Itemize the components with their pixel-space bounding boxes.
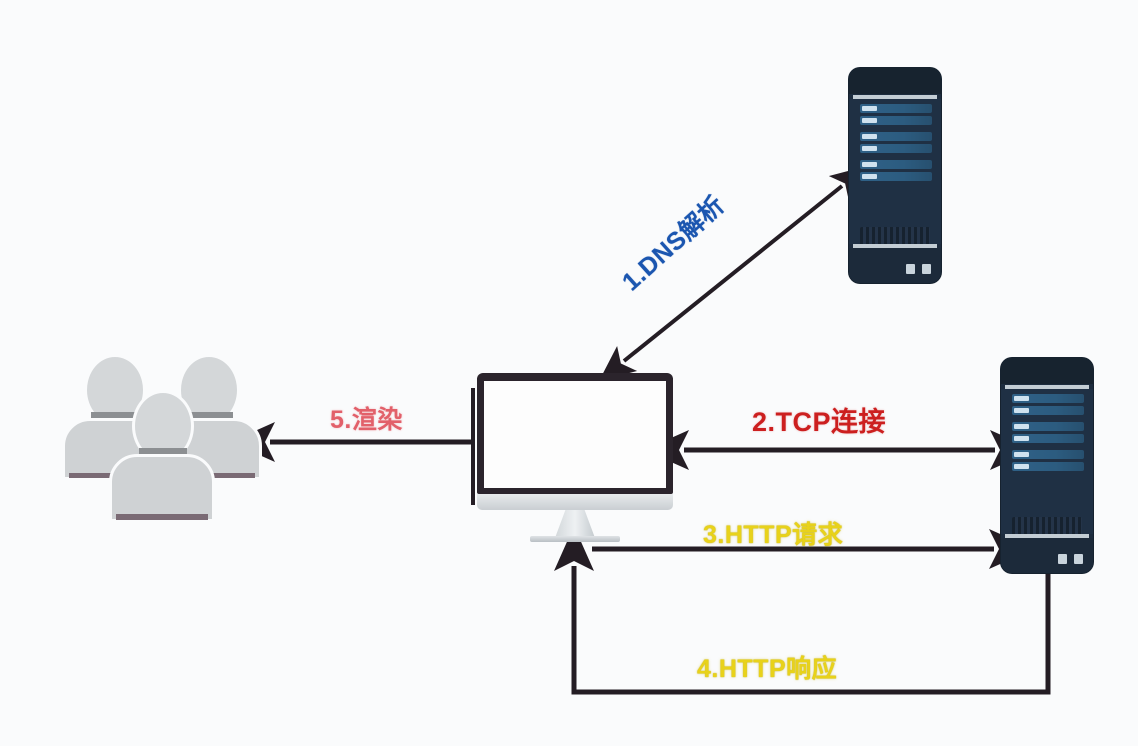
dns-server (849, 68, 941, 283)
server-drive-slots (860, 104, 932, 188)
monitor-stand-neck (555, 510, 595, 538)
step-label-render: 5.渲染 (330, 406, 403, 434)
step-label-tcp: 2.TCP连接 (752, 407, 887, 437)
server-top-panel (1001, 358, 1093, 384)
server-slot (1012, 462, 1084, 471)
server-rail (853, 244, 937, 248)
users-group (62, 348, 262, 548)
monitor-chin (477, 494, 673, 510)
server-slot-group (860, 132, 932, 153)
server-indicator-icon (1058, 554, 1067, 564)
step-label-http-response: 4.HTTP响应 (697, 655, 838, 683)
server-slot (1012, 450, 1084, 459)
server-slot (860, 144, 932, 153)
server-slot-group (1012, 422, 1084, 443)
server-slot-group (1012, 450, 1084, 471)
client-computer (477, 373, 677, 542)
server-slot (860, 160, 932, 169)
server-footer-panel (1001, 538, 1093, 573)
server-footer-panel (849, 248, 941, 283)
server-rail (1005, 385, 1089, 389)
server-slot-group (860, 104, 932, 125)
server-top-panel (849, 68, 941, 94)
server-rail (853, 95, 937, 99)
server-slot (860, 104, 932, 113)
server-slot-group (1012, 394, 1084, 415)
person-body-icon (109, 454, 215, 522)
server-rail (1005, 534, 1089, 538)
server-indicator-icon (1074, 554, 1083, 564)
web-server (1001, 358, 1093, 573)
server-drive-slots (1012, 394, 1084, 478)
arrow-render (230, 388, 475, 505)
monitor-screen (484, 381, 666, 488)
server-slot (860, 116, 932, 125)
server-slot (860, 132, 932, 141)
arrow-http-response (554, 526, 1051, 695)
monitor-stand-base (530, 536, 620, 542)
person-head-icon (132, 390, 194, 462)
server-slot (1012, 394, 1084, 403)
server-slot-group (860, 160, 932, 181)
step-label-http-request: 3.HTTP请求 (703, 521, 844, 549)
server-indicator-icon (906, 264, 915, 274)
monitor-bezel (477, 373, 673, 494)
server-slot (860, 172, 932, 181)
arrow-dns (599, 165, 867, 382)
server-indicator-icon (922, 264, 931, 274)
server-slot (1012, 422, 1084, 431)
server-slot (1012, 406, 1084, 415)
server-slot (1012, 434, 1084, 443)
